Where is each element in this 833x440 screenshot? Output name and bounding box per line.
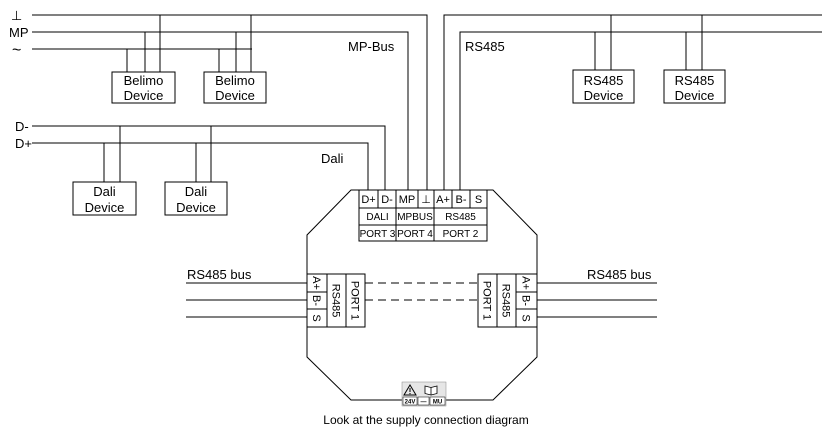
rs485-bus-label: RS485 [465,39,505,54]
internal-port-link-dashes [365,282,478,301]
supply-dash-label: — [421,400,427,406]
terminal-d-plus: D+ [361,194,375,206]
ac-bus-label: ~ [12,42,21,59]
mp-bus-label: MP-Bus [348,39,395,54]
left-port-label: PORT 1 [349,281,361,320]
terminal-d-minus: D- [381,194,393,206]
dali-device-2: Dali Device [164,181,228,216]
supply-caption: Look at the supply connection diagram [323,413,528,427]
supply-badge: 24V — MU [401,381,447,407]
port3-label: PORT 3 [360,229,396,240]
right-terminal-b-minus: B- [520,295,532,306]
device-name: Dali [93,184,116,199]
warning-triangle-icon [403,384,417,396]
left-rs485-bus-label: RS485 bus [187,267,252,282]
right-protocol-label: RS485 [500,284,512,318]
belimo-device-1: Belimo Device [111,71,176,104]
rs485-device-1: RS485 Device [572,69,635,104]
device-name: RS485 [675,73,715,88]
left-protocol-label: RS485 [330,284,342,318]
device-type: Device [85,200,125,215]
right-rs485-bus-label: RS485 bus [587,267,652,282]
right-terminal-s: S [520,314,532,321]
left-rs485-bus-wires [186,282,307,318]
right-port-1-block: PORT 1 RS485 A+ B- S [477,273,538,328]
device-type: Device [675,88,715,103]
left-terminal-a-plus: A+ [310,276,322,290]
supply-mu-label: MU [433,400,442,406]
manual-book-icon [424,385,438,396]
port2-label: PORT 2 [443,229,479,240]
terminal-a-plus: A+ [436,194,450,206]
top-terminal-block: D+ D- MP ⊥ A+ B- S [358,189,488,209]
terminal-mp: MP [399,194,416,206]
dali-device-1: Dali Device [72,181,137,216]
terminal-s: S [475,194,482,206]
device-name: Belimo [124,73,164,88]
terminal-ground: ⊥ [421,194,431,206]
d-plus-label: D+ [15,136,32,151]
left-port-1-block: A+ B- S RS485 PORT 1 [306,273,366,328]
ground-bus-label: ⊥ [11,8,22,23]
rs485-device-2: RS485 Device [663,69,726,104]
device-type: Device [124,88,164,103]
right-terminal-a-plus: A+ [520,276,532,290]
device-name: Belimo [215,73,255,88]
mp-bus-line-label: MP [9,25,29,40]
supply-24v-label: 24V [405,400,416,406]
device-type: Device [584,88,624,103]
port4-label: PORT 4 [397,229,433,240]
rs485-group-label: RS485 [445,212,476,223]
belimo-device-2: Belimo Device [203,71,267,104]
left-terminal-b-minus: B- [310,295,322,306]
dali-bus-label: Dali [321,151,344,166]
terminal-b-minus: B- [456,194,467,206]
rs485-top-bus-wires [443,14,822,190]
right-port-label: PORT 1 [481,281,493,320]
device-name: Dali [185,184,208,199]
device-name: RS485 [584,73,624,88]
device-type: Device [176,200,216,215]
dali-group-label: DALI [366,212,388,223]
right-rs485-bus-wires [537,282,657,318]
top-port-group-labels: DALI MPBUS RS485 PORT 3 PORT 4 PORT 2 [358,207,488,242]
dali-bus-wires [32,125,386,190]
mpbus-group-label: MPBUS [397,212,433,223]
left-terminal-s: S [310,314,322,321]
device-type: Device [215,88,255,103]
d-minus-label: D- [15,119,29,134]
left-top-bus-wires [32,14,428,190]
